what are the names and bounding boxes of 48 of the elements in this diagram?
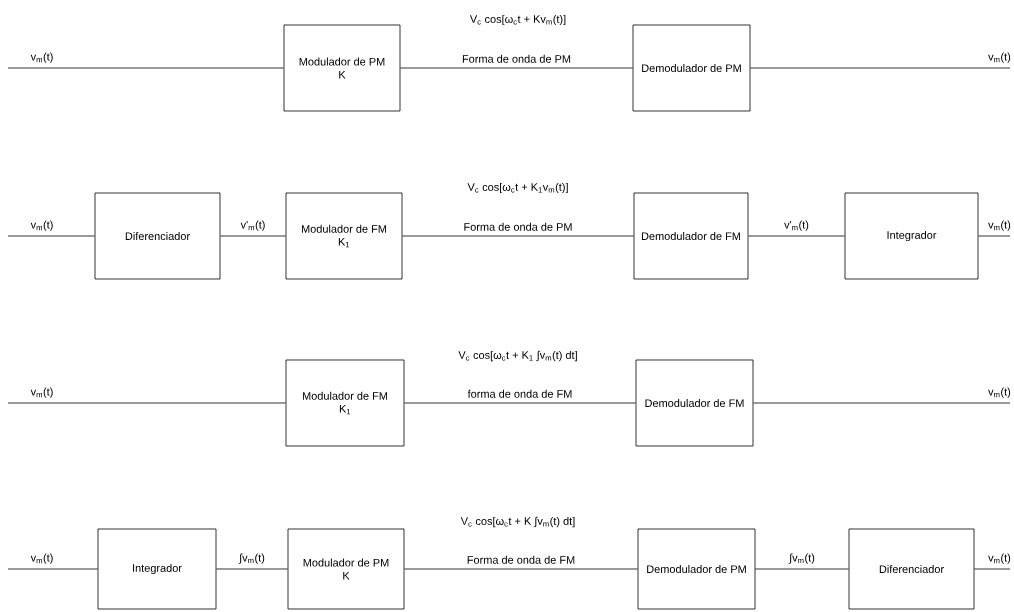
edge-label: v$_{m}$(t) [987,552,1012,565]
signal-line [748,235,845,237]
formula-label: V$_{c}$ cos[ω$_{c}$t + K$_{1}$v$_{m}$(t)] [467,182,568,194]
signal-line [216,568,288,570]
edge-label: ∫v$_{m}$(t) [238,552,266,565]
formula-label: V$_{c}$ cos[ω$_{c}$t + K ∫v$_{m}$(t) dt] [460,516,575,528]
signal-line [7,235,95,237]
edge-label: Forma de onda de PM [462,221,574,232]
edge-label: v$_{m}$(t) [29,219,55,232]
edge-label: v$_{m}$(t) [987,386,1012,399]
formula-label: V$_{c}$ cos[ω$_{c}$t + K$_{1}$ ∫v$_{m}$(t) dt] [458,350,577,362]
signal-line [400,67,633,69]
edge-label: forma de onda de FM [466,388,574,399]
block-box: Modulador de FM K$_{1}$ [285,192,403,280]
edge-label: v'$_{m}$(t) [239,219,267,232]
signal-line [755,568,849,570]
signal-line [7,402,286,404]
edge-label: v$_{m}$(t) [29,51,55,64]
signal-line [220,235,286,237]
block-box: Diferenciador [848,528,975,610]
edge-label: ∫v$_{m}$(t) [788,552,816,565]
edge-label: v$_{m}$(t) [987,219,1012,232]
block-box: Modulador de FM K$_{1}$ [285,359,405,447]
edge-label: v'$_{m}$(t) [783,219,810,232]
signal-line [7,67,284,69]
signal-line [978,235,1011,237]
block-box: Demodulador de PM [632,24,751,112]
formula-label: V$_{c}$ cos[ω$_{c}$t + Kv$_{m}$(t)] [469,14,566,26]
edge-label: v$_{m}$(t) [29,552,55,565]
edge-label: Forma de onda de PM [461,53,572,64]
signal-line [974,568,1011,570]
block-box: Modulador de PM K [287,528,405,610]
block-box: Diferenciador [94,192,221,280]
signal-line [404,568,638,570]
block-box: Demodulador de PM [637,528,756,610]
block-box: Integrador [844,192,979,280]
signal-line [7,568,98,570]
edge-label: v$_{m}$(t) [29,386,55,399]
edge-label: v$_{m}$(t) [987,51,1012,64]
block-box: Modulador de PM K [283,24,401,112]
block-box: Demodulador de FM [635,359,754,447]
signal-line [753,402,1011,404]
block-box: Integrador [97,528,217,610]
signal-line [402,235,634,237]
signal-line [750,67,1011,69]
signal-line [404,402,636,404]
edge-label: Forma de onda de FM [465,554,577,565]
block-box: Demodulador de FM [633,192,749,280]
